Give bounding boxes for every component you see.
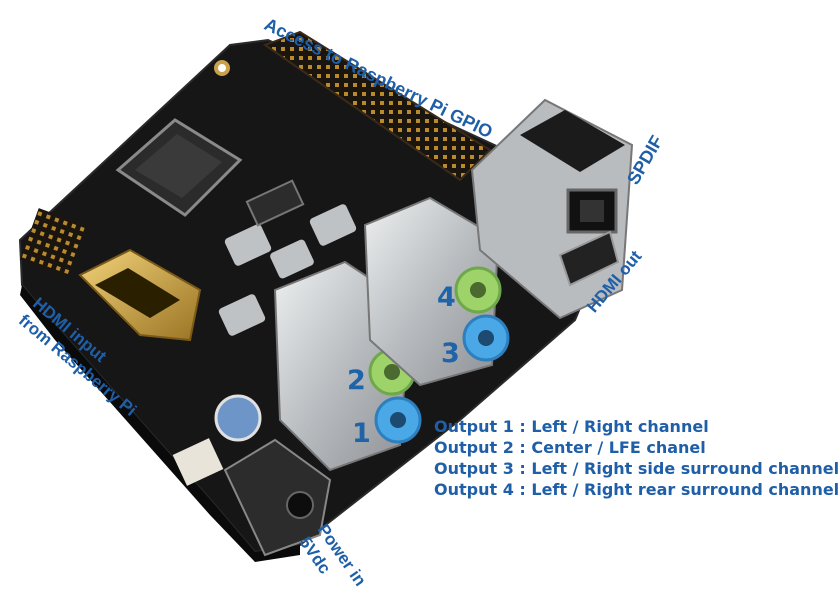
jack-green-2-hole	[384, 364, 400, 380]
hdmi-input-port	[95, 268, 180, 318]
crystal	[309, 204, 357, 246]
power-jack	[223, 438, 332, 557]
jack-green-4-hole	[470, 282, 486, 298]
crystal	[224, 224, 272, 266]
gpio-header	[262, 30, 492, 182]
spdif-socket-inner	[580, 200, 604, 222]
side-pins	[19, 208, 86, 277]
jack-blue-1-hole	[390, 412, 406, 428]
crystal	[270, 239, 314, 279]
jack-number-2: 2	[347, 365, 366, 396]
output-4-text: Output 4 : Left / Right rear surround ch…	[434, 480, 839, 499]
hdmi-out-port	[558, 230, 620, 287]
output-legend: Output 1 : Left / Right channel Output 2…	[434, 416, 839, 500]
mount-hole	[218, 64, 226, 72]
power-jack-hole	[286, 491, 314, 519]
capacitor	[214, 394, 262, 442]
ic-small	[245, 179, 305, 227]
connector-white	[172, 438, 224, 486]
spdif-port	[520, 110, 625, 172]
output-3-text: Output 3 : Left / Right side surround ch…	[434, 459, 839, 478]
jack-number-3: 3	[441, 338, 460, 369]
jack-blue-3-hole	[478, 330, 494, 346]
output-1-text: Output 1 : Left / Right channel	[434, 417, 709, 436]
jack-number-4: 4	[437, 282, 456, 313]
main-chip-top	[135, 134, 222, 198]
board-photo	[18, 30, 634, 562]
output-2-text: Output 2 : Center / LFE chanel	[434, 438, 706, 457]
jack-number-1: 1	[352, 418, 371, 449]
crystal	[218, 294, 266, 336]
